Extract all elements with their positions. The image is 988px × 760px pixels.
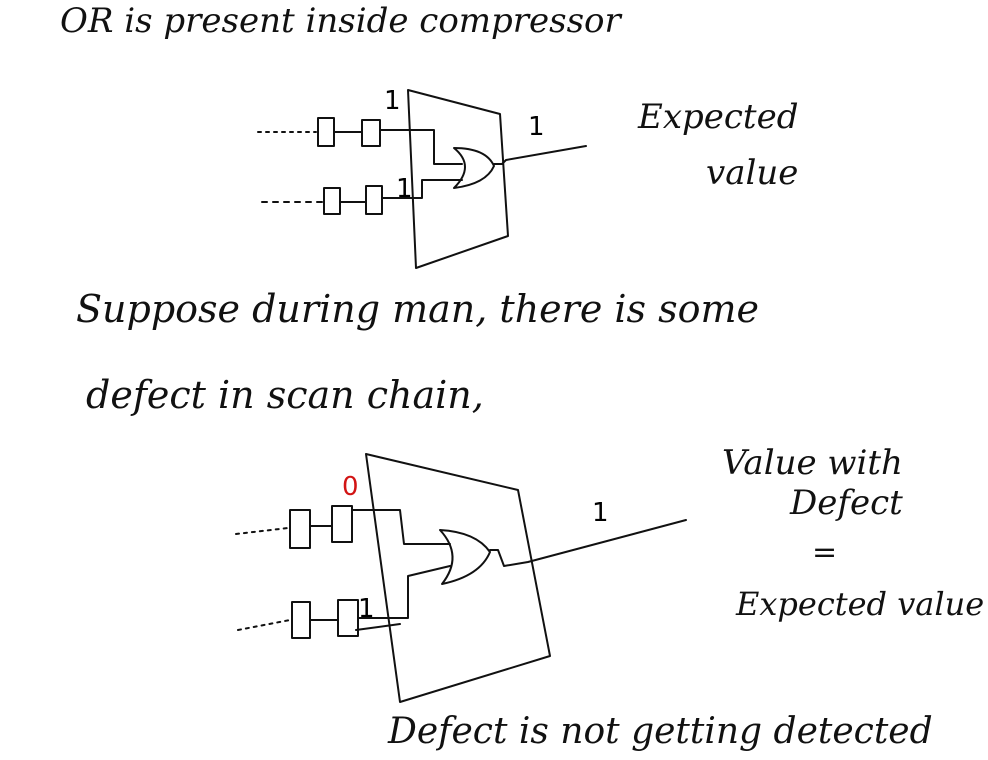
bottom-ff-1b [332,506,352,542]
top-input-bit-upper: 1 [384,86,401,116]
scenario-line1: Suppose during man, there is some [76,287,760,331]
top-or-gate [454,148,494,188]
top-ff-2a [324,188,340,214]
top-ff-2b [366,186,382,214]
bottom-compressor-diagram [228,440,708,720]
conclusion-note: Defect is not getting detected [388,711,933,752]
top-label-line2: value [706,153,799,193]
bottom-ff-1a [290,510,310,548]
bottom-label-line2: Defect [790,483,903,523]
top-compressor-box [408,90,508,268]
header-note: OR is present inside compressor [60,1,621,41]
bottom-output-bit: 1 [592,498,609,528]
top-ff-1b [362,120,380,146]
bottom-scan-chain-1-dots [236,528,288,534]
scenario-line2: defect in scan chain, [86,373,484,417]
bottom-label-line3: Expected value [736,585,985,623]
top-output-bit: 1 [528,112,545,142]
bottom-compressor-box [366,454,550,702]
top-compressor-diagram [250,80,610,280]
bottom-input-bit-upper-defect: 0 [342,472,359,502]
bottom-label-line1: Value with [722,443,903,483]
bottom-or-gate [440,530,490,584]
bottom-ff-2b [338,600,358,636]
bottom-input-bit-lower: 1 [358,594,375,624]
bottom-ff-2a [292,602,310,638]
top-label-line1: Expected [638,97,799,137]
bottom-label-equals: = [812,535,838,570]
top-ff-1a [318,118,334,146]
bottom-scan-chain-2-dots [238,620,290,630]
top-input-bit-lower: 1 [396,174,413,204]
